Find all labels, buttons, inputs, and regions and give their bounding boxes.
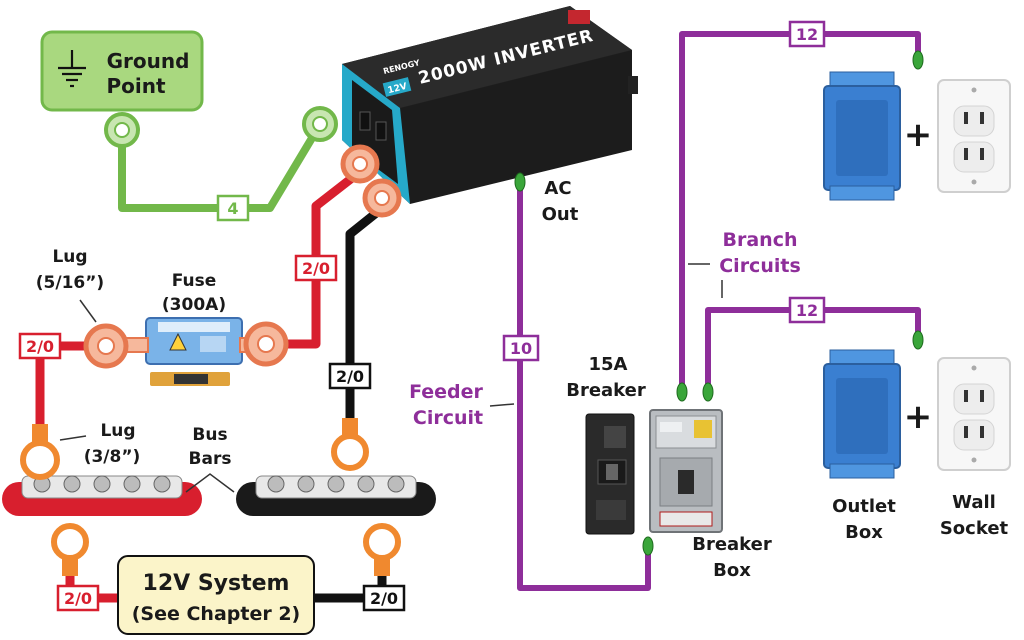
wire-tag-inverter-positive: 2/0 — [294, 254, 338, 282]
inverter-positive-lug — [340, 144, 380, 184]
lug-black-bottom — [363, 523, 401, 576]
anl-fuse-icon — [145, 317, 243, 386]
wire-tag-feeder: 10 — [502, 334, 540, 362]
feeder-leader — [489, 403, 515, 407]
lug-38-black-top — [331, 418, 369, 471]
electrical-box-icon — [823, 71, 901, 201]
branch-circuits-label-line1: Branch — [723, 229, 798, 251]
feeder-circuit-label-line2: Circuit — [413, 407, 483, 429]
feeder-wire — [517, 187, 651, 591]
svg-text:4: 4 — [227, 199, 238, 218]
breaker-box-label-line2: Box — [713, 560, 751, 581]
ac-out-label-line1: AC — [544, 178, 571, 199]
lug-516-leader — [79, 299, 97, 323]
wall-receptacle-icon — [937, 79, 1011, 193]
svg-text:2/0: 2/0 — [336, 367, 364, 386]
ground-wire — [118, 134, 316, 212]
wire-tag-system-positive: 2/0 — [56, 584, 100, 612]
system-12v-box: 12V System (See Chapter 2) — [117, 555, 315, 635]
breaker-box-label-line1: Breaker — [692, 534, 772, 555]
fuse-lug-left — [83, 323, 149, 369]
outlet-box-label-line1: Outlet — [832, 496, 896, 517]
electrical-box-icon — [823, 349, 901, 479]
svg-text:12: 12 — [796, 301, 818, 320]
inverter-voltage-label: 12V — [387, 82, 408, 96]
lug-red-bottom — [51, 523, 89, 576]
svg-text:2/0: 2/0 — [370, 589, 398, 608]
bus-bars-label-line1: Bus — [192, 425, 227, 445]
lug-516-label-line1: Lug — [52, 247, 87, 267]
breaker-panel-icon — [649, 409, 723, 533]
wire-tag-fuse-left: 2/0 — [18, 332, 62, 360]
ground-point: Ground Point — [40, 30, 204, 112]
outlet-box-label-line2: Box — [845, 522, 883, 543]
plus-sign-bottom: + — [904, 397, 933, 437]
inverter-device-icon: 12V 2000W INVERTER RENOGY — [342, 6, 638, 204]
ground-lug-bottom — [104, 112, 140, 148]
inverter-negative-lug — [362, 178, 402, 218]
bus-bars-label-line2: Bars — [189, 449, 232, 469]
svg-text:12: 12 — [796, 25, 818, 44]
system-12v-title: 12V System — [143, 571, 290, 596]
wall-receptacle-icon — [937, 357, 1011, 471]
branch-circuits-label-line2: Circuits — [719, 255, 801, 277]
wire-tag-inverter-negative: 2/0 — [328, 362, 372, 390]
wire-tag-branch-top: 12 — [788, 20, 826, 48]
ground-point-label-line1: Ground — [107, 49, 190, 73]
ground-symbol-icon — [58, 50, 86, 88]
negative-wire-inverter-to-busbar — [345, 201, 390, 435]
svg-text:10: 10 — [510, 339, 532, 358]
lug-38-leader — [59, 435, 87, 441]
lug-38-label-line1: Lug — [100, 421, 135, 441]
wire-tag-system-negative: 2/0 — [362, 584, 406, 612]
plus-sign-top: + — [904, 115, 933, 155]
bus-bar-icon — [2, 475, 202, 516]
circuit-breaker-icon — [585, 413, 635, 535]
lug-38-red — [20, 424, 60, 480]
bus-bars-leader — [185, 473, 235, 493]
system-12v-subtitle: (See Chapter 2) — [132, 603, 301, 625]
bus-bar-icon — [236, 475, 436, 516]
ground-point-label-line2: Point — [106, 74, 165, 98]
wire-tag-ground: 4 — [216, 194, 250, 222]
fuse-label-line1: Fuse — [172, 271, 217, 291]
lug-516-label-line2: (5/16”) — [36, 273, 104, 293]
wire-tag-branch-bottom: 12 — [788, 296, 826, 324]
breaker-15a-label-line1: 15A — [589, 354, 628, 375]
svg-text:2/0: 2/0 — [302, 259, 330, 278]
wall-socket-label-line2: Socket — [940, 518, 1009, 539]
wall-socket-label-line1: Wall — [952, 492, 996, 513]
fuse-label-line2: (300A) — [162, 295, 226, 315]
ground-lug-inverter — [302, 106, 338, 142]
feeder-circuit-label-line1: Feeder — [409, 381, 483, 403]
fuse-lug-right — [239, 321, 289, 367]
ac-out-label-line2: Out — [542, 204, 579, 225]
svg-text:2/0: 2/0 — [64, 589, 92, 608]
breaker-15a-label-line2: Breaker — [566, 380, 646, 401]
svg-text:2/0: 2/0 — [26, 337, 54, 356]
lug-38-label-line2: (3/8”) — [84, 447, 141, 467]
wire-connectors — [514, 50, 924, 556]
